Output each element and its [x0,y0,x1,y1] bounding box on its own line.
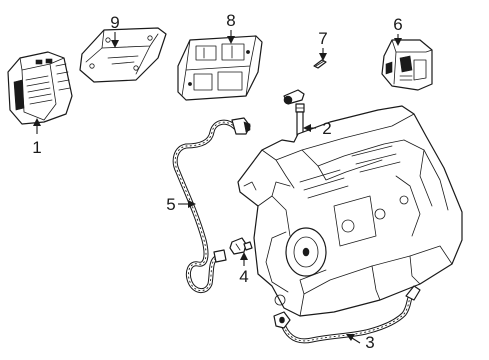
callout-8: 8 [226,11,235,30]
callout-3: 3 [365,333,374,352]
part-7-connector [313,59,327,69]
callout-4: 4 [239,267,248,286]
callout-9: 9 [110,13,119,32]
callout-2: 2 [322,119,331,138]
part-2-sensor [283,89,305,137]
callout-labels: 1 2 3 4 5 6 7 8 9 [32,11,402,352]
callout-1: 1 [32,138,41,157]
part-1-control-module [7,51,73,125]
part-5-wiring-harness [172,117,251,293]
callout-7: 7 [318,29,327,48]
part-6-relay-block [381,39,433,91]
part-3-wiring-harness [273,285,421,344]
callout-6: 6 [393,15,402,34]
callout-5: 5 [166,195,175,214]
part-8-module-cover [177,35,263,101]
part-9-bracket [79,27,167,83]
part-4-sensor [229,237,253,255]
engine-block [237,105,463,317]
callout-leaders [33,30,402,344]
